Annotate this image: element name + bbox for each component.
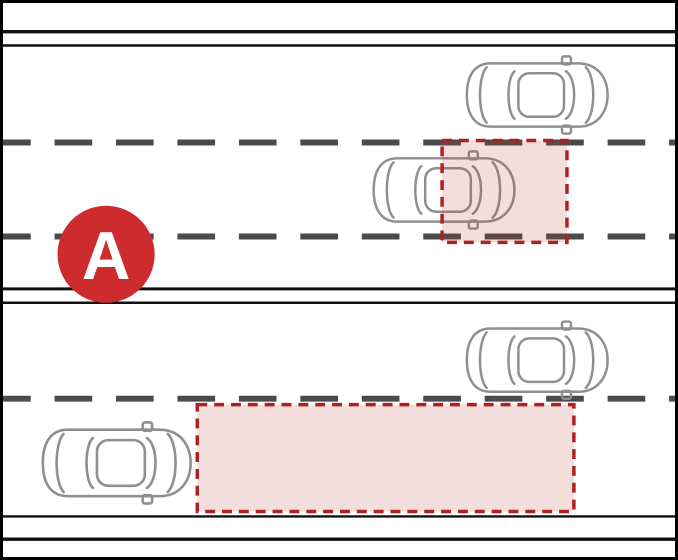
car-icon [465, 55, 609, 135]
car-icon [465, 320, 609, 400]
top-road [3, 29, 675, 304]
road-diagram: A [3, 29, 675, 541]
bottom-road [3, 320, 675, 541]
gap-zone-long [195, 402, 576, 514]
gap-zone-short [440, 138, 569, 245]
answer-label-a: A [57, 205, 155, 303]
label-letter: A [82, 219, 131, 294]
car-icon [41, 421, 192, 505]
label-circle [57, 205, 155, 303]
